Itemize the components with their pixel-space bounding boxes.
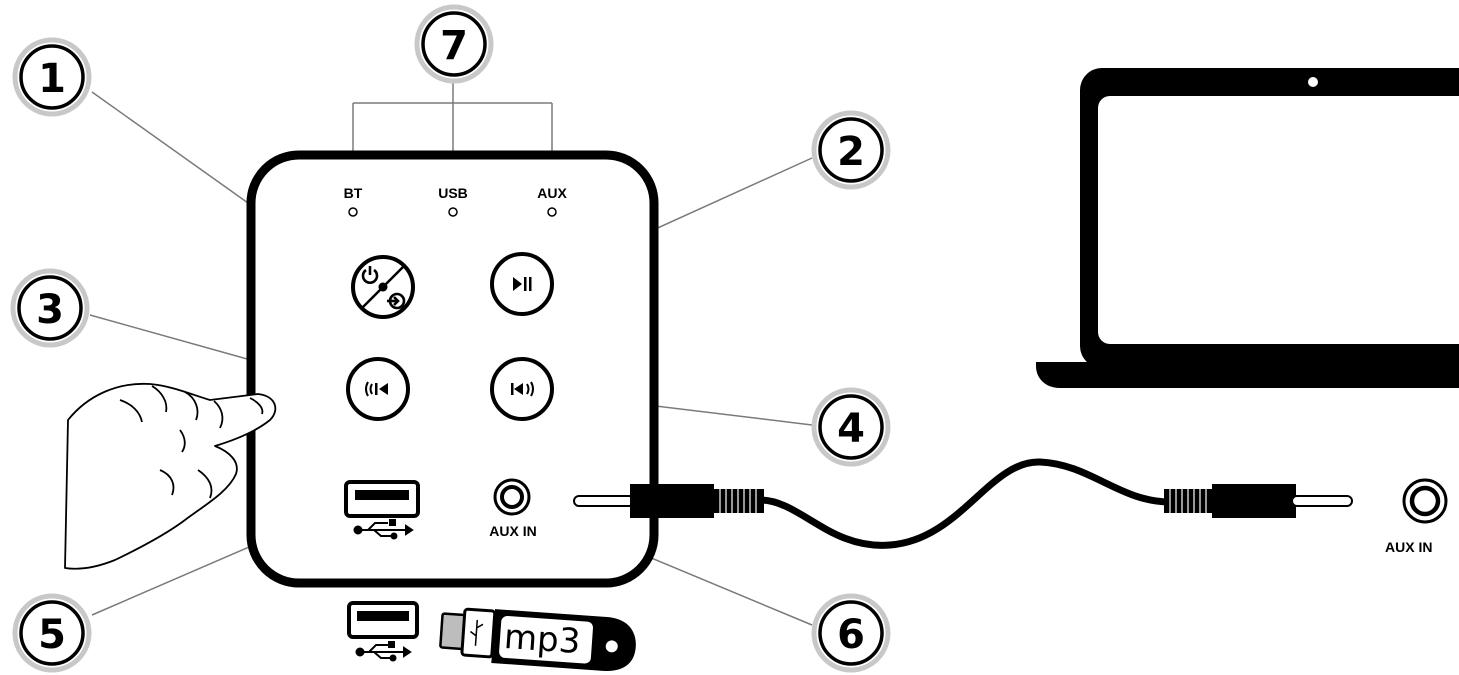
usb-stick: mp3 <box>439 607 636 671</box>
indicator-leds: BT USB AUX <box>344 185 567 217</box>
svg-text:5: 5 <box>38 612 66 658</box>
callout-4: 4 <box>811 387 891 467</box>
power-icon <box>361 266 379 284</box>
led-label-bt: BT <box>344 185 363 201</box>
usb-port[interactable] <box>344 480 420 518</box>
previous-track-icon <box>365 381 388 397</box>
callout-1: 1 <box>12 37 92 117</box>
usb-symbol-icon <box>353 519 414 540</box>
laptop-base <box>1036 362 1459 388</box>
svg-text:1: 1 <box>38 56 66 102</box>
led-aux <box>547 207 557 217</box>
previous-button[interactable] <box>346 357 410 421</box>
aux-plug-right <box>1164 484 1353 518</box>
callout-5: 5 <box>12 593 92 673</box>
laptop-camera <box>1308 77 1318 87</box>
laptop <box>1036 68 1459 388</box>
aux-in-jack[interactable] <box>493 478 531 516</box>
callout-7: 7 <box>414 4 494 84</box>
usb-symbol-icon-2 <box>355 641 412 662</box>
usb-stick-label: mp3 <box>503 617 582 662</box>
aux-cable <box>573 458 1353 549</box>
play-pause-icon <box>513 277 532 291</box>
laptop-aux-in-label: AUX IN <box>1385 539 1432 555</box>
next-volume-icon <box>511 381 534 397</box>
svg-text:3: 3 <box>36 287 64 333</box>
svg-text:7: 7 <box>440 23 468 69</box>
laptop-aux-in-jack[interactable] <box>1402 478 1448 524</box>
device-body <box>246 150 659 588</box>
pressing-hand <box>64 382 277 570</box>
power-source-button[interactable] <box>351 255 415 319</box>
usb-port-standalone <box>347 601 419 639</box>
callout-3: 3 <box>10 268 90 348</box>
led-label-usb: USB <box>438 185 468 201</box>
laptop-screen <box>1098 96 1459 344</box>
next-volume-button[interactable] <box>490 357 554 421</box>
source-icon <box>387 292 406 310</box>
aux-plug-left <box>573 484 764 518</box>
svg-text:4: 4 <box>837 406 865 452</box>
play-pause-button[interactable] <box>490 252 554 316</box>
callout-6: 6 <box>811 593 891 673</box>
svg-text:6: 6 <box>837 612 865 658</box>
svg-text:2: 2 <box>837 129 865 175</box>
led-bt <box>348 207 358 217</box>
aux-in-label: AUX IN <box>489 523 536 539</box>
callout-2: 2 <box>811 110 891 190</box>
led-usb <box>448 207 458 217</box>
led-label-aux: AUX <box>537 185 567 201</box>
